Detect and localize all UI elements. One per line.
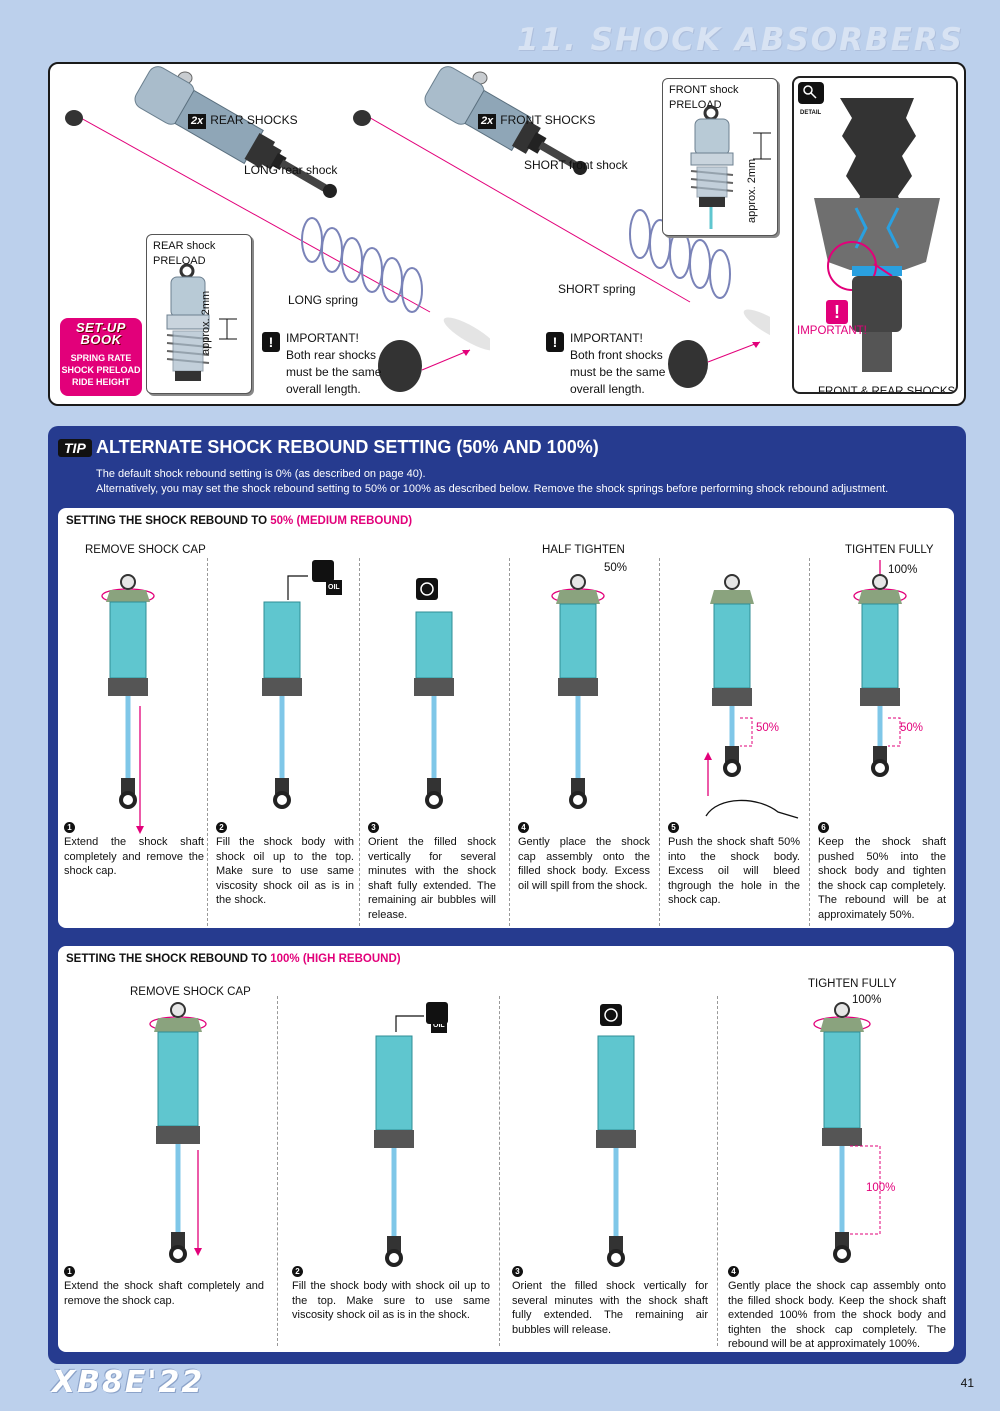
step-text: Extend the shock shaft completely and re… bbox=[64, 836, 204, 877]
step-number: 4 bbox=[518, 822, 529, 833]
section-title-pct: 50% (MEDIUM REBOUND) bbox=[270, 515, 413, 527]
half-tighten-caption: HALF TIGHTEN bbox=[542, 544, 625, 556]
important-rear-line: must be the same bbox=[286, 365, 382, 379]
tighten-fully-caption: TIGHTEN FULLY bbox=[808, 978, 897, 990]
half-tighten-pct: 50% bbox=[604, 562, 628, 574]
setup-book-title2: BOOK bbox=[80, 332, 122, 347]
rear-preload-title: REAR shock PRELOAD bbox=[153, 240, 216, 267]
important-rear-line: Both rear shocks bbox=[286, 348, 377, 362]
setup-book-badge: SET-UP BOOK SPRING RATE SHOCK PRELOAD RI… bbox=[60, 318, 142, 396]
important-rear-line: overall length. bbox=[286, 382, 361, 396]
important-rear-line: IMPORTANT! bbox=[286, 331, 359, 345]
tighten-fully-caption: TIGHTEN FULLY bbox=[845, 544, 934, 556]
important-front-line: Both front shocks bbox=[570, 348, 663, 362]
tip-intro-line: The default shock rebound setting is 0% … bbox=[96, 468, 426, 480]
section-rebound-100: SETTING THE SHOCK REBOUND TO 100% (HIGH … bbox=[58, 946, 954, 1352]
detail-important-label: IMPORTANT! bbox=[797, 325, 867, 337]
step-number: 6 bbox=[818, 822, 829, 833]
section-rebound-50: SETTING THE SHOCK REBOUND TO 50% (MEDIUM… bbox=[58, 508, 954, 928]
rear-shocks-label: REAR SHOCKS bbox=[210, 113, 298, 127]
detail-box: DETAIL ! IMPORTANT! FRONT & REAR SHOCKS bbox=[792, 76, 958, 394]
setup-book-title1: SET-UP bbox=[76, 320, 126, 335]
section-title: SETTING THE SHOCK REBOUND TO bbox=[66, 953, 271, 965]
step-text: Fill the shock body with shock oil up to… bbox=[216, 836, 354, 906]
step-text: Fill the shock body with shock oil up to… bbox=[292, 1280, 490, 1321]
page-number: 41 bbox=[960, 1376, 974, 1390]
step-number: 2 bbox=[292, 1266, 303, 1277]
tighten-fully-pct: 100% bbox=[888, 564, 918, 576]
rear-preload-measure: approx. 2mm bbox=[200, 290, 212, 355]
section-title: SETTING THE SHOCK REBOUND TO bbox=[66, 515, 271, 527]
front-shocks-label: FRONT SHOCKS bbox=[500, 113, 596, 127]
short-spring-label: SHORT spring bbox=[558, 282, 636, 296]
step-number: 3 bbox=[512, 1266, 523, 1277]
tip-tag: TIP bbox=[58, 439, 92, 457]
rear-preload-inset: REAR shock PRELOAD approx. 2mm bbox=[146, 234, 252, 394]
bleed-pct-label: 50% bbox=[756, 722, 780, 734]
brand-logo: XB8E'22 bbox=[52, 1365, 205, 1400]
short-front-shock-label: SHORT front shock bbox=[524, 158, 628, 172]
quantity-badge: 2x bbox=[478, 114, 497, 129]
step-text: Extend the shock shaft completely and re… bbox=[64, 1280, 264, 1307]
step-text: Gently place the shock cap assembly onto… bbox=[518, 836, 650, 892]
step-number: 1 bbox=[64, 1266, 75, 1277]
quantity-badge: 2x bbox=[188, 114, 207, 129]
section-title-pct: 100% (HIGH REBOUND) bbox=[270, 953, 401, 965]
tip-intro-line: Alternatively, you may set the shock reb… bbox=[96, 483, 889, 495]
warning-icon: ! bbox=[546, 332, 564, 352]
important-front-line: overall length. bbox=[570, 382, 645, 396]
important-front-line: must be the same bbox=[570, 365, 666, 379]
step-number: 5 bbox=[668, 822, 679, 833]
tip-box: TIP ALTERNATE SHOCK REBOUND SETTING (50%… bbox=[48, 426, 966, 1364]
step-text: Keep the shock shaft pushed 50% into the… bbox=[818, 836, 946, 921]
step-number: 4 bbox=[728, 1266, 739, 1277]
step-number: 2 bbox=[216, 822, 227, 833]
tip-title: ALTERNATE SHOCK REBOUND SETTING (50% AND… bbox=[96, 437, 599, 457]
warning-icon: ! bbox=[826, 300, 848, 324]
front-shock-illustration bbox=[353, 66, 770, 388]
long-rear-shock-label: LONG rear shock bbox=[244, 163, 338, 177]
front-preload-measure: approx. 2mm bbox=[746, 158, 758, 223]
final-pct-label: 50% bbox=[900, 722, 924, 734]
rear-shock-illustration bbox=[65, 66, 490, 392]
important-front-line: IMPORTANT! bbox=[570, 331, 643, 345]
page-title: 11. SHOCK ABSORBERS bbox=[516, 22, 964, 58]
warning-icon: ! bbox=[262, 332, 280, 352]
step-text: Orient the filled shock vertically for s… bbox=[368, 836, 496, 921]
rebound-100-illustrations bbox=[149, 1002, 881, 1267]
step-text: Push the shock shaft 50% into the shock … bbox=[668, 836, 800, 906]
rebound-50-illustrations bbox=[101, 560, 907, 834]
front-preload-inset: FRONT shock PRELOAD approx. 2mm bbox=[662, 78, 778, 236]
step-text: Gently place the shock cap assembly onto… bbox=[728, 1280, 946, 1350]
remove-cap-caption: REMOVE SHOCK CAP bbox=[85, 544, 206, 556]
final-pct-label: 100% bbox=[866, 1182, 896, 1194]
step-text: Orient the filled shock vertically for s… bbox=[512, 1280, 708, 1336]
tighten-fully-pct: 100% bbox=[852, 994, 882, 1006]
detail-tag: DETAIL bbox=[800, 110, 822, 116]
step-number: 1 bbox=[64, 822, 75, 833]
setup-item: SPRING RATE bbox=[70, 353, 132, 363]
detail-caption: FRONT & REAR SHOCKS bbox=[818, 386, 956, 394]
step-number: 3 bbox=[368, 822, 379, 833]
setup-item: RIDE HEIGHT bbox=[71, 377, 130, 387]
oil-tag: OIL bbox=[326, 580, 342, 595]
remove-cap-caption: REMOVE SHOCK CAP bbox=[130, 986, 251, 998]
long-spring-label: LONG spring bbox=[288, 293, 359, 307]
setup-item: SHOCK PRELOAD bbox=[61, 365, 141, 375]
